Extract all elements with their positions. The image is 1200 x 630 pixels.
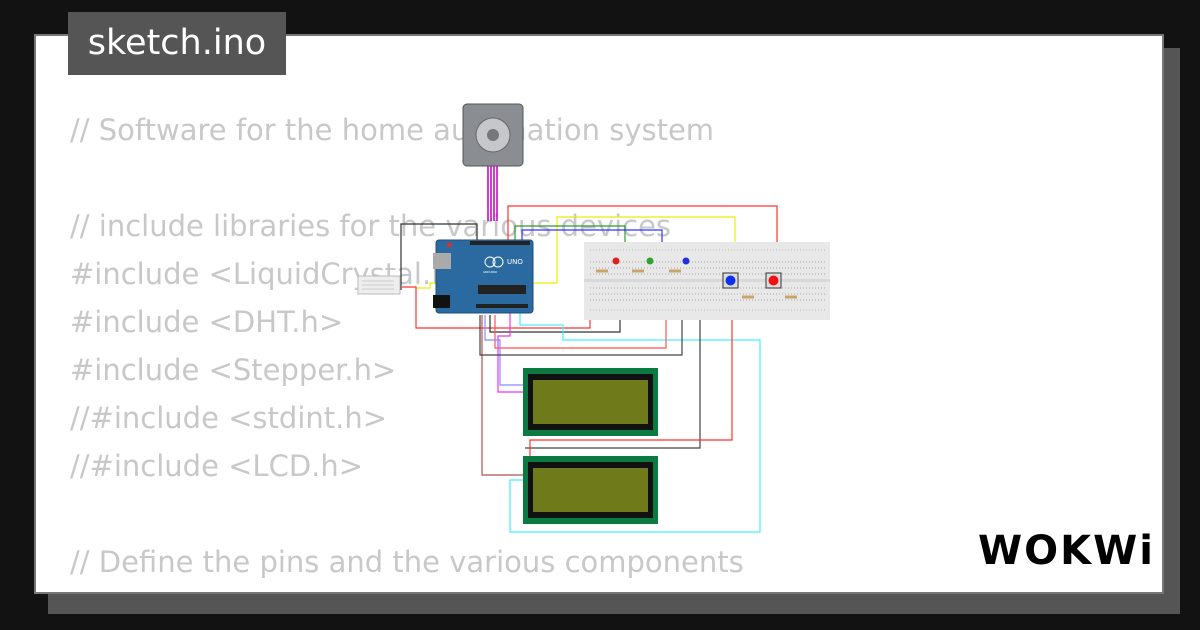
led-blue [682, 257, 690, 265]
code-line: #include <Stepper.h> [70, 353, 397, 387]
led-red [612, 257, 620, 265]
stepper-motor [462, 103, 524, 221]
pushbutton-blue [725, 275, 736, 286]
board-brand: ARDUINO [483, 270, 498, 274]
board-label: UNO [507, 258, 523, 266]
breadboard [584, 242, 830, 320]
sketch-filename: sketch.ino [68, 12, 286, 75]
lcd-display-2 [523, 456, 658, 524]
code-line: #include <DHT.h> [70, 305, 344, 339]
code-line: // include libraries for the various dev… [70, 209, 672, 243]
arduino-uno: UNO ARDUINO [433, 239, 534, 314]
dht22-sensor [357, 275, 401, 295]
lcd-display-1 [523, 368, 658, 436]
code-line: //#include <LCD.h> [70, 449, 364, 483]
wokwi-logo: WOKWi [978, 528, 1155, 574]
code-line: //#include <stdint.h> [70, 401, 388, 435]
led-green [646, 257, 654, 265]
wires [400, 205, 778, 533]
code-line: // Define the pins and the various compo… [70, 545, 744, 579]
pushbutton-red [768, 275, 779, 286]
